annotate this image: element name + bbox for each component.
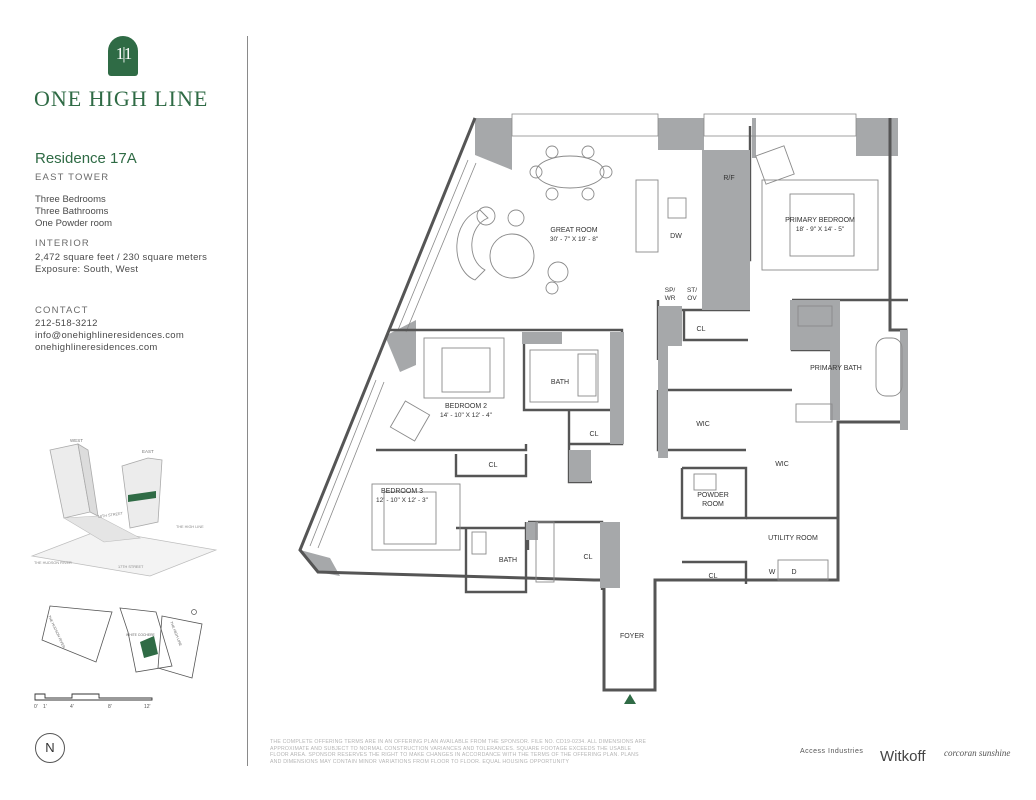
north-compass: N (35, 733, 65, 763)
structural-walls (300, 118, 898, 576)
closet-label: CL (590, 431, 599, 438)
bedroom-3-dims: 12' - 10" X 12' - 3" (376, 497, 429, 504)
powder-room-label: ROOM (702, 501, 724, 508)
interior-heading: INTERIOR (35, 238, 90, 249)
bedroom-2-label: BEDROOM 2 (445, 403, 487, 410)
primary-bedroom-label: PRIMARY BEDROOM (785, 217, 855, 224)
dishwasher-label: DW (670, 233, 682, 240)
contact-details: 212-518-3212 info@onehighlineresidences.… (35, 318, 184, 354)
bath-label-2: BATH (499, 557, 517, 564)
room-summary: Three Bedrooms Three Bathrooms One Powde… (35, 194, 112, 230)
primary-bedroom-dims: 18' - 9" X 14' - 5" (796, 226, 845, 233)
closet-label: CL (709, 573, 718, 580)
bedroom-3-label: BEDROOM 3 (381, 488, 423, 495)
scale-bar: 0' 1' 4' 8' 12' (34, 693, 153, 710)
logo-monogram: 1|1 (108, 36, 138, 76)
sidebar: 1|1 ONE HIGH LINE Residence 17A EAST TOW… (0, 0, 248, 800)
brand-name: ONE HIGH LINE (34, 86, 209, 111)
exposure-text: Exposure: South, West (35, 264, 139, 275)
floor-plan: GREAT ROOM 30' - 7" X 19' - 8" PRIMARY B… (298, 113, 908, 704)
scale-tick: 0' (34, 704, 38, 710)
steam-oven-label: ST/ (687, 287, 697, 294)
keymap-highline: THE HIGH LINE (176, 525, 204, 529)
great-room-label: GREAT ROOM (550, 227, 597, 234)
building-key-map: WEST EAST 18TH STREET 17TH STREET THE HU… (30, 438, 218, 577)
closet-label: CL (489, 462, 498, 469)
site-map: THE HUDSON RIVER THE HIGH LINE WHITE COC… (41, 605, 203, 679)
partner-logo-witkoff: Witkoff (880, 748, 926, 765)
sitemap-court: WHITE COCHERE (126, 633, 156, 637)
keymap-street-2: 17TH STREET (118, 565, 144, 569)
website-link[interactable]: onehighlineresidences.com (35, 342, 158, 353)
tower-label: EAST TOWER (35, 172, 110, 183)
email-link[interactable]: info@onehighlineresidences.com (35, 330, 185, 341)
residence-title: Residence 17A (35, 150, 137, 167)
partner-logo-access: Access Industries (800, 748, 864, 755)
utility-room-label: UTILITY ROOM (768, 535, 818, 542)
scale-tick: 4' (70, 704, 74, 710)
scale-tick: 1' (43, 704, 47, 710)
steam-oven-label: OV (687, 295, 697, 302)
sitemap-highline: THE HIGH LINE (169, 621, 183, 647)
sidebar-divider (247, 36, 248, 766)
area-text: 2,472 square feet / 230 square meters (35, 252, 208, 263)
scale-tick: 8' (108, 704, 112, 710)
dryer-label: D (791, 569, 796, 576)
speed-oven-label: SP/ (665, 287, 676, 294)
closet-label: CL (584, 554, 593, 561)
closet-label: CL (697, 326, 706, 333)
room-summary-line: Three Bathrooms (35, 206, 109, 217)
wic-label: WIC (775, 461, 789, 468)
interior-walls (376, 126, 908, 594)
speed-oven-label: WR (665, 295, 676, 302)
monogram-text: 1|1 (115, 44, 132, 63)
room-labels: GREAT ROOM 30' - 7" X 19' - 8" PRIMARY B… (376, 175, 862, 640)
room-summary-line: Three Bedrooms (35, 194, 106, 205)
windows (309, 113, 857, 549)
partner-logo-corcoran: corcoran sunshine (944, 748, 1011, 758)
bedroom-2-dims: 14' - 10" X 12' - 4" (440, 412, 493, 419)
room-summary-line: One Powder room (35, 218, 113, 229)
keymap-east-label: EAST (142, 449, 154, 454)
scale-tick: 12' (144, 704, 151, 710)
wic-label: WIC (696, 421, 710, 428)
great-room-dims: 30' - 7" X 19' - 8" (550, 236, 599, 243)
sitemap-river: THE HUDSON RIVER (47, 615, 66, 649)
primary-bath-label: PRIMARY BATH (810, 365, 862, 372)
fridge-label: R/F (723, 175, 734, 182)
entry-marker (624, 694, 636, 704)
powder-room-label: POWDER (697, 492, 729, 499)
bath-label-1: BATH (551, 379, 569, 386)
contact-heading: CONTACT (35, 305, 89, 316)
furniture (371, 145, 903, 583)
foyer-label: FOYER (620, 633, 644, 640)
keymap-river: THE HUDSON RIVER (34, 561, 72, 565)
keymap-street-1: 18TH STREET (98, 511, 124, 519)
keymap-west-label: WEST (70, 438, 83, 443)
interior-details: 2,472 square feet / 230 square meters Ex… (35, 252, 207, 276)
legal-disclaimer: THE COMPLETE OFFERING TERMS ARE IN AN OF… (270, 739, 647, 765)
phone-text: 212-518-3212 (35, 318, 98, 329)
washer-label: W (769, 569, 776, 576)
